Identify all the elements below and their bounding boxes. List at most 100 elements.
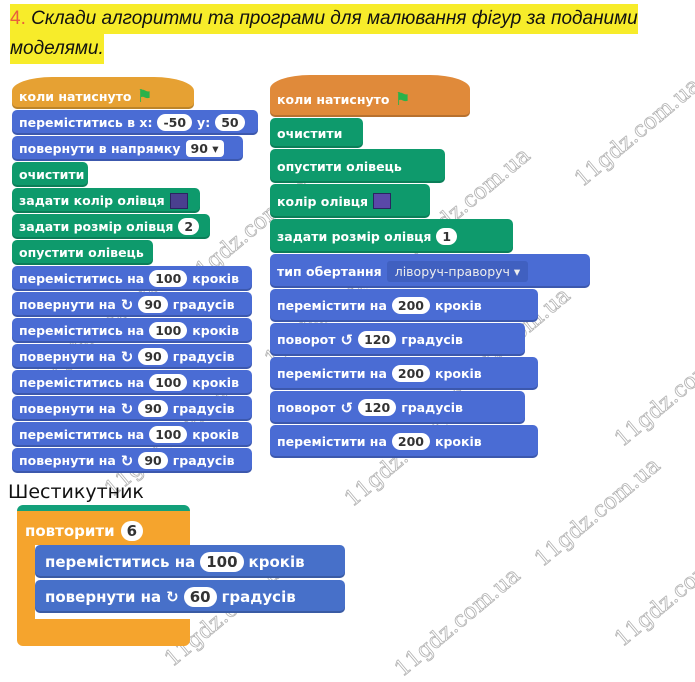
direction-dropdown[interactable]: 90 ▾ <box>185 140 224 157</box>
script-block[interactable]: повернути в напрямку 90 ▾ <box>12 136 243 161</box>
block-label: перемістити на <box>277 366 387 381</box>
script-block[interactable]: переміститись в х: -50 у: 50 <box>12 110 258 135</box>
block-label: кроків <box>434 298 482 313</box>
script-block[interactable]: перемістити на 200 кроків <box>270 289 538 322</box>
block-label: задати розмір олівця <box>277 228 432 244</box>
block-label: очистити <box>19 167 85 182</box>
block-label: повернути в напрямку <box>19 141 181 156</box>
script-block[interactable]: задати розмір олівця 2 <box>12 214 210 239</box>
block-label: очистити <box>277 125 343 141</box>
number-input[interactable]: 120 <box>358 331 397 348</box>
block-label: переміститись на <box>19 271 145 286</box>
block-label: кроків <box>434 366 482 381</box>
green-flag-icon: ⚑ <box>394 88 411 110</box>
number-input[interactable]: 100 <box>149 426 188 443</box>
task-line-2: моделями. <box>10 34 104 64</box>
script-block[interactable]: поворот ↺120 градусів <box>270 391 525 424</box>
script-block[interactable]: повернути на ↻90 градусів <box>12 344 252 369</box>
color-swatch[interactable] <box>169 192 188 209</box>
number-input[interactable]: 90 <box>138 348 168 365</box>
block-label: перемістити на <box>277 298 387 313</box>
number-input[interactable]: 120 <box>358 399 397 416</box>
block-label: перемістити на <box>277 434 387 449</box>
number-input[interactable]: 100 <box>149 270 188 287</box>
block-label: кроків <box>192 271 239 286</box>
script-block[interactable]: очистити <box>270 118 363 148</box>
number-input[interactable]: 200 <box>391 433 430 450</box>
block-label: градусів <box>401 400 463 415</box>
block-label: кроків <box>434 434 482 449</box>
rotate-right-icon: ↻ <box>120 295 134 314</box>
block-label: кроків <box>248 552 305 571</box>
block-label: градусів <box>172 401 235 416</box>
number-input[interactable]: 60 <box>183 586 217 607</box>
number-input[interactable]: 200 <box>391 297 430 314</box>
script-block[interactable]: повернути на ↻90 градусів <box>12 292 252 317</box>
rotate-left-icon: ↺ <box>340 330 354 349</box>
rotate-right-icon: ↻ <box>166 587 179 606</box>
script-block[interactable]: опустити олівець <box>12 240 153 265</box>
number-input[interactable]: 100 <box>149 322 188 339</box>
block-label: переміститись на <box>19 323 145 338</box>
number-input[interactable]: 90 <box>138 400 168 417</box>
dropdown-value: ліворуч-праворуч <box>394 263 510 279</box>
rotate-right-icon: ↻ <box>120 451 134 470</box>
block-label: переміститись в х: <box>19 115 153 130</box>
block-label: повернути на <box>19 453 116 468</box>
color-swatch[interactable] <box>373 193 392 209</box>
repeat-label: повторити <box>25 522 115 540</box>
number-input[interactable]: 2 <box>178 218 200 235</box>
script-block[interactable]: перемістити на 200 кроків <box>270 357 538 390</box>
number-input[interactable]: 50 <box>215 114 245 131</box>
block-label: повернути на <box>19 297 116 312</box>
rotation-style-dropdown[interactable]: ліворуч-праворуч ▾ <box>386 260 529 282</box>
script-block[interactable]: повернути на ↻90 градусів <box>12 448 252 473</box>
number-input[interactable]: 90 <box>138 296 168 313</box>
block-label: градусів <box>172 453 235 468</box>
block-label: задати розмір олівця <box>19 219 174 234</box>
number-input[interactable]: 100 <box>149 374 188 391</box>
block-label: повернути на <box>45 587 162 606</box>
rotate-left-icon: ↺ <box>340 398 354 417</box>
number-input[interactable]: 90 <box>138 452 168 469</box>
block-label: колір олівця <box>277 193 369 209</box>
script-block[interactable]: коли натиснуто⚑ <box>270 75 470 117</box>
rotate-right-icon: ↻ <box>120 347 134 366</box>
number-input[interactable]: 1 <box>436 227 458 245</box>
number-input[interactable]: 100 <box>200 551 244 572</box>
block-label: тип обертання <box>277 263 382 279</box>
block-label: опустити олівець <box>277 158 402 174</box>
script-block[interactable]: колір олівця <box>270 184 430 218</box>
script-block[interactable]: переміститись на 100 кроків <box>12 266 252 291</box>
script-block[interactable]: задати колір олівця <box>12 188 200 213</box>
watermark: 11gdz.com.ua <box>610 532 695 653</box>
block-label: повернути на <box>19 401 116 416</box>
block-label: поворот <box>277 400 336 415</box>
repeat-count-input[interactable]: 6 <box>120 521 144 541</box>
script-block[interactable]: очистити <box>12 162 88 187</box>
number-input[interactable]: 200 <box>391 365 430 382</box>
script-block[interactable]: перемістити на 200 кроків <box>270 425 538 458</box>
script-block[interactable]: коли натиснуто⚑ <box>12 77 194 109</box>
block-label: повернути на <box>19 349 116 364</box>
block-label: коли натиснуто <box>19 88 132 104</box>
watermark: 11gdz.com.ua <box>530 452 666 573</box>
block-label: у: <box>197 115 211 130</box>
block-label: градусів <box>172 349 235 364</box>
block-label: переміститись на <box>45 552 196 571</box>
number-input[interactable]: -50 <box>157 114 193 131</box>
right-script: коли натиснуто⚑ очистити опустити олівець к… <box>270 75 590 459</box>
script-block[interactable]: опустити олівець <box>270 149 445 183</box>
block-label: переміститись на <box>19 427 145 442</box>
block-label: градусів <box>172 297 235 312</box>
